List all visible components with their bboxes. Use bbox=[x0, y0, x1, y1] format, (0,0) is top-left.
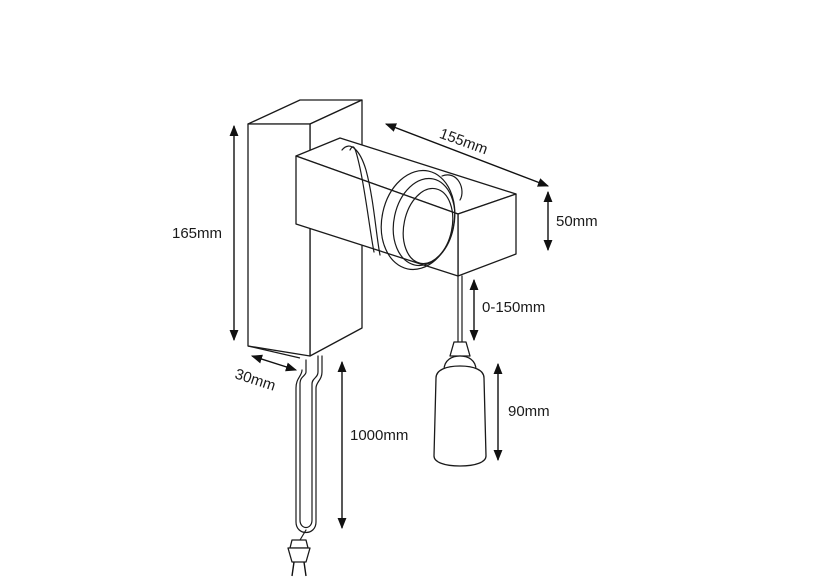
dimension-label-0-150mm: 0-150mm bbox=[482, 299, 545, 316]
dimension-90mm: 90mm bbox=[493, 362, 550, 462]
dimension-165mm: 165mm bbox=[172, 124, 239, 342]
lamp-socket bbox=[433, 341, 487, 467]
dimension-label-165mm: 165mm bbox=[172, 225, 222, 242]
pendant-cord bbox=[457, 275, 463, 343]
dimension-label-30mm: 30mm bbox=[233, 366, 278, 395]
dimension-30mm: 30mm bbox=[233, 354, 298, 395]
dimension-label-1000mm: 1000mm bbox=[350, 427, 408, 444]
dimension-label-90mm: 90mm bbox=[508, 403, 550, 420]
dimension-50mm: 50mm bbox=[543, 190, 598, 252]
dimension-1000mm: 1000mm bbox=[337, 360, 408, 530]
plug bbox=[287, 539, 311, 577]
power-cord bbox=[295, 355, 323, 541]
dimension-label-50mm: 50mm bbox=[556, 213, 598, 230]
dimension-0-150mm: 0-150mm bbox=[469, 278, 545, 342]
